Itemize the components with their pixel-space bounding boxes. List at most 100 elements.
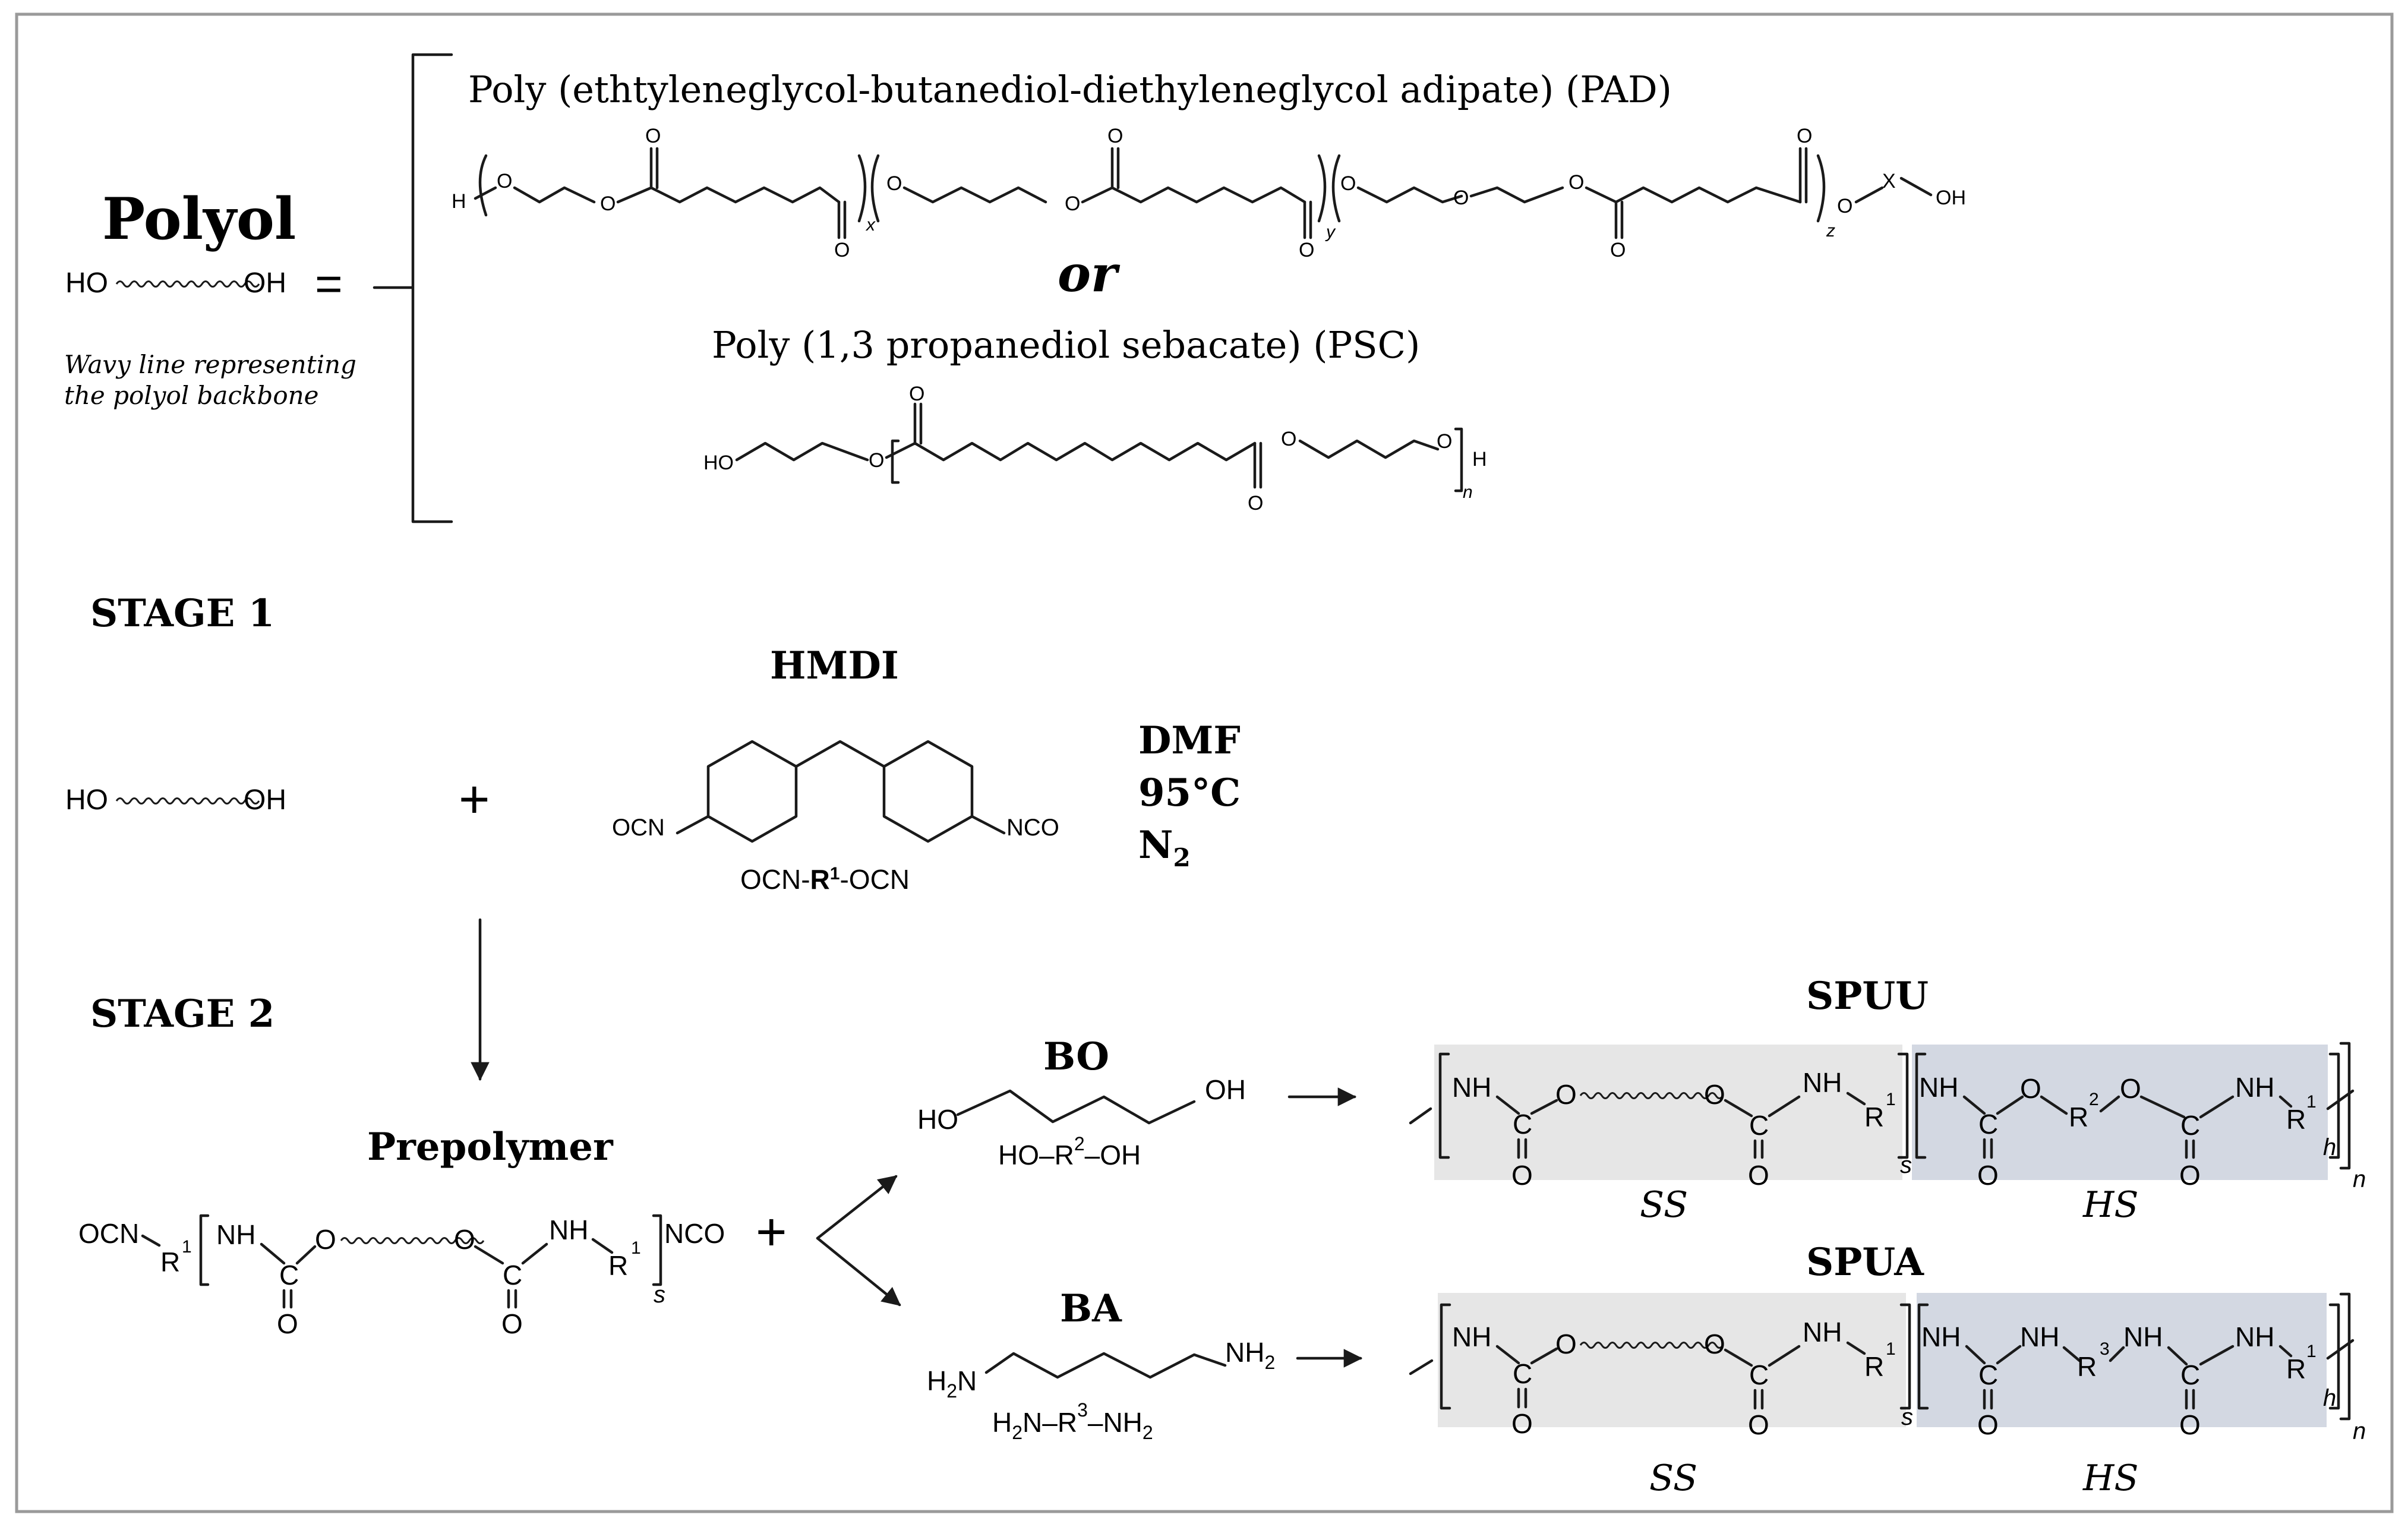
psc-o3: O <box>1248 492 1263 515</box>
prep-nh2: NH <box>549 1214 588 1245</box>
spua-nh2: NH <box>1803 1317 1842 1348</box>
spua-r2: R <box>2077 1351 2097 1382</box>
stage2-label: STAGE 2 <box>90 992 274 1036</box>
pad-o12: O <box>1610 239 1626 261</box>
spua-r3: R <box>2286 1354 2306 1384</box>
pad-o11: O <box>1568 171 1584 194</box>
spua-r1: R <box>1864 1351 1884 1382</box>
spuu-o5: O <box>1977 1160 1999 1191</box>
spuu-o7: O <box>2120 1073 2141 1104</box>
pad-o4: O <box>834 239 850 261</box>
spuu-o6: O <box>2020 1073 2041 1104</box>
psc-o5: O <box>1437 430 1452 453</box>
spua-soft-segment <box>1438 1293 1906 1427</box>
wavy-caption-1: Wavy line representing <box>64 350 356 379</box>
pad-o10: O <box>1453 187 1469 209</box>
psc-ho: HO <box>703 452 734 474</box>
spua-nh6: NH <box>2235 1321 2274 1352</box>
prepolymer-title: Prepolymer <box>367 1125 614 1169</box>
stage1-label: STAGE 1 <box>90 591 274 636</box>
spuu-nh4: NH <box>2235 1072 2274 1103</box>
spuu-s: s <box>1900 1152 1912 1178</box>
spuu-h: h <box>2323 1134 2336 1160</box>
pad-xgroup: X <box>1882 170 1896 193</box>
pad-x: x <box>865 215 876 235</box>
stage1-polyol: HO OH <box>65 784 286 816</box>
bo-ho: HO <box>917 1104 958 1135</box>
spuu-hard-segment <box>1912 1045 2328 1180</box>
prep-o3: O <box>454 1224 475 1255</box>
pad-o8: O <box>1299 239 1314 261</box>
hmdi-title: HMDI <box>770 643 899 688</box>
psc-o2: O <box>909 383 924 405</box>
spuu-c1: C <box>1513 1109 1532 1140</box>
spua-nh4: NH <box>2020 1321 2059 1352</box>
spua-c4: C <box>2180 1359 2200 1390</box>
polyol-wavy-formula: HO OH <box>65 267 286 299</box>
spua-o2: O <box>1555 1329 1577 1359</box>
prep-r1b-sup: 1 <box>631 1238 641 1258</box>
spua-o1: O <box>1511 1408 1533 1439</box>
spuu-n: n <box>2353 1166 2366 1192</box>
spua-r2-sup: 3 <box>2100 1339 2110 1359</box>
spuu-o3: O <box>1704 1079 1725 1110</box>
figure-frame <box>15 12 2394 1513</box>
stage1-polyol-oh: OH <box>244 784 286 816</box>
polyol-oh: OH <box>244 267 286 299</box>
psc-h: H <box>1472 448 1487 471</box>
prep-ocn: OCN <box>78 1218 139 1249</box>
pad-o5: O <box>886 172 902 195</box>
spuu-hs: HS <box>2082 1184 2138 1226</box>
prep-nco: NCO <box>664 1218 725 1249</box>
prep-c2: C <box>503 1260 522 1291</box>
spua-hs: HS <box>2082 1457 2138 1499</box>
spuu-o4: O <box>1748 1160 1769 1191</box>
prep-r1b: R <box>608 1250 628 1281</box>
branch-arrow-down <box>816 1236 901 1307</box>
spuu-o1: O <box>1511 1160 1533 1191</box>
spuu-title: SPUU <box>1806 974 1929 1018</box>
pad-o6: O <box>1065 193 1080 215</box>
psc-structure: HO O O O O O H n <box>703 383 1487 515</box>
spuu-r1-sup: 1 <box>1886 1090 1896 1109</box>
prep-o1: O <box>277 1308 298 1339</box>
hmdi-ocn: OCN <box>612 815 665 841</box>
pad-y: y <box>1325 222 1336 242</box>
spua-c2: C <box>1749 1359 1769 1390</box>
spua-c3: C <box>1978 1359 1998 1390</box>
cond-solvent: DMF <box>1138 718 1241 763</box>
spua-r3-sup: 1 <box>2306 1342 2317 1361</box>
psc-n: n <box>1463 482 1473 502</box>
spua-o3: O <box>1704 1329 1725 1359</box>
spuu-r2: R <box>2069 1102 2088 1132</box>
spua-ss: SS <box>1649 1457 1697 1499</box>
spuu-ss: SS <box>1640 1184 1688 1226</box>
pad-structure: H O O O O x O O O O y O O O O O z <box>452 125 1966 261</box>
spuu-r1: R <box>1864 1102 1884 1132</box>
stage1-plus: + <box>459 770 490 829</box>
prep-nh1: NH <box>216 1219 255 1250</box>
spuu-r3: R <box>2286 1104 2306 1135</box>
spua-r1-sup: 1 <box>1886 1339 1896 1359</box>
spua-title: SPUA <box>1806 1240 1924 1285</box>
psc-name: Poly (1,3 propanediol sebacate) (PSC) <box>712 323 1420 367</box>
prep-o4: O <box>501 1308 523 1339</box>
spua-h: h <box>2323 1385 2336 1411</box>
prep-s: s <box>654 1282 665 1308</box>
polyol-title: Polyol <box>102 185 296 253</box>
psc-o4: O <box>1281 428 1296 450</box>
spuu-r3-sup: 1 <box>2306 1092 2317 1112</box>
polyol-bracket <box>373 53 453 523</box>
spuu-r2-sup: 2 <box>2089 1090 2099 1109</box>
spua-s: s <box>1901 1404 1913 1430</box>
prep-o2: O <box>315 1224 336 1255</box>
spua-n: n <box>2353 1418 2366 1444</box>
ba-h2n: H2N <box>927 1365 977 1402</box>
pad-name: Poly (ethtyleneglycol-butanediol-diethyl… <box>468 68 1672 111</box>
hmdi-formula: OCN-R1-OCN <box>740 864 910 895</box>
bo-title: BO <box>1043 1034 1109 1079</box>
spuu-structure: NH C O O O C O NH R 1 s NH C O O R 2 O C <box>1409 1042 2366 1192</box>
spuu-soft-segment <box>1434 1045 1902 1180</box>
spua-nh1: NH <box>1452 1321 1491 1352</box>
